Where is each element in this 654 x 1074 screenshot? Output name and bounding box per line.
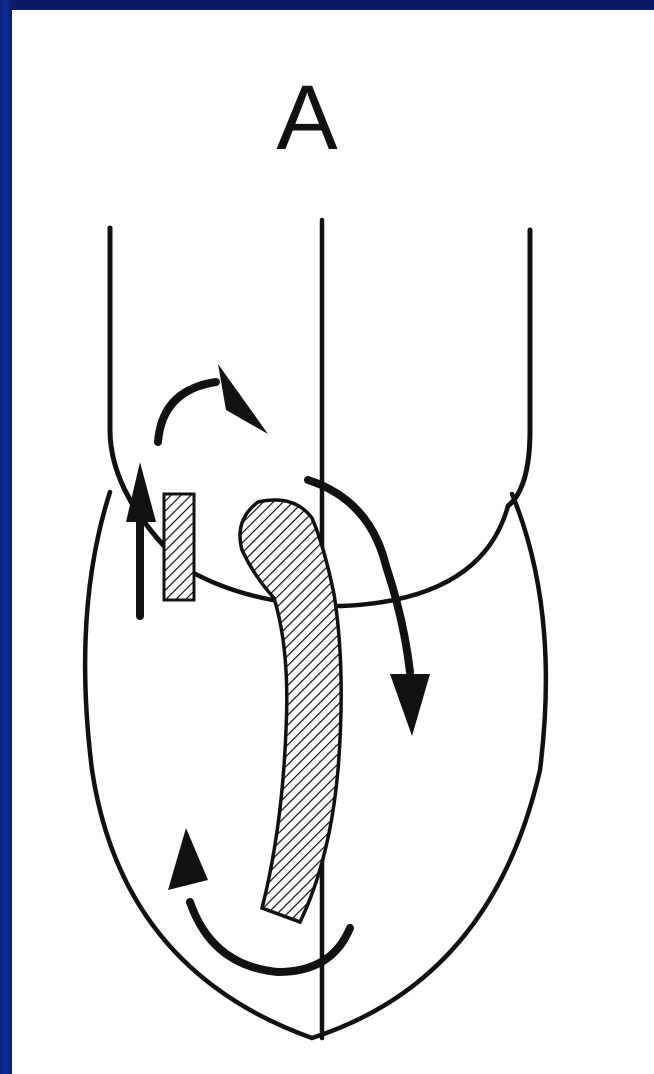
small-hatched-block — [164, 494, 194, 600]
lower-arch — [188, 506, 508, 606]
right-tube-wall — [508, 230, 530, 506]
diagram-panel: A — [12, 10, 654, 1074]
top-curved-arrow-icon — [158, 364, 268, 442]
up-arrow-icon — [126, 462, 156, 616]
flow-diagram — [12, 10, 654, 1074]
long-hatched-body — [240, 500, 341, 922]
